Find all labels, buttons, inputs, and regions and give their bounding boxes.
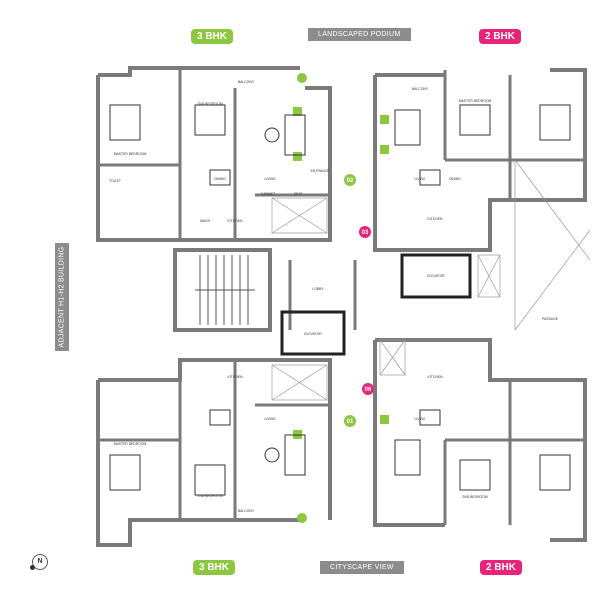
room-label-master-bedroom-2: MASTER BEDROOM: [459, 99, 492, 103]
room-label-living-2: LIVING: [414, 177, 425, 181]
unit-2bhk-top-walls: [373, 68, 587, 252]
room-label-seat: SEAT: [294, 192, 303, 196]
room-label-elevator-2: ELEVATOR: [304, 332, 322, 336]
room-label-living-4: LIVING: [414, 417, 425, 421]
room-label-elevator: ELEVATOR: [427, 274, 445, 278]
unit-number-01: 01: [347, 419, 354, 425]
unit-3bhk-bottom-walls: [96, 358, 332, 547]
room-label-toilet: TOILET: [109, 179, 121, 183]
side-label-text: ADJACENT H1-H2 BUILDING: [58, 246, 66, 348]
unit-marker-01: [344, 415, 356, 427]
shafts: [271, 159, 591, 401]
room-label-balcony-2: BALCONY: [412, 87, 429, 91]
elevator-top: [400, 253, 472, 299]
unit-type-tag-bottom-right: 2 BHK: [480, 560, 523, 575]
unit-type-tag-top-right: 2 BHK: [479, 29, 522, 44]
unit-marker-06: [362, 383, 374, 395]
view-label-top: LANDSCAPED PODIUM: [308, 28, 411, 41]
unit-marker-03: [359, 226, 371, 238]
unit-3bhk-top-walls: [96, 66, 332, 242]
room-label-balcony-3: BALCONY: [238, 509, 255, 513]
north-arrow-icon: N: [30, 554, 48, 570]
room-label-master-bedroom: MASTER BEDROOM: [114, 152, 147, 156]
view-label-side: ADJACENT H1-H2 BUILDING: [55, 243, 69, 351]
walls: [96, 66, 587, 547]
room-label-second-bedroom-3: 2ND BEDROOM: [197, 494, 222, 498]
unit-marker-02: [344, 174, 356, 186]
room-label-cabinet: CABINET: [261, 192, 276, 196]
elevator-bottom: [280, 310, 346, 356]
unit-type-tag-top-left: 3 BHK: [191, 29, 234, 44]
room-label-lobby: LOBBY: [312, 287, 324, 291]
room-label-balcony: BALCONY: [238, 80, 255, 84]
room-label-living: LIVING: [264, 177, 275, 181]
unit-number-06: 06: [365, 387, 372, 393]
room-labels: BALCONY 2ND BEDROOM MASTER BEDROOM LIVIN…: [109, 80, 559, 513]
room-label-kitchen-3: KITCHEN: [228, 375, 243, 379]
unit-number-03: 03: [362, 230, 369, 236]
unit-type-tag-bottom-left: 3 BHK: [193, 560, 236, 575]
room-label-master-bedroom-3: MASTER BEDROOM: [114, 442, 147, 446]
room-label-dining-2: DINING: [449, 177, 461, 181]
room-label-second-bedroom: 2ND BEDROOM: [197, 102, 222, 106]
room-label-kitchen-2: KITCHEN: [428, 217, 443, 221]
room-label-wash: WASH: [200, 219, 211, 223]
room-label-passage: PASSAGE: [542, 317, 559, 321]
room-label-second-bedroom-4: 2ND BEDROOM: [462, 495, 487, 499]
room-label-kitchen-4: KITCHEN: [428, 375, 443, 379]
unit-2bhk-bottom-walls: [373, 338, 587, 542]
unit-number-markers: 02 03 06 01: [344, 174, 374, 427]
room-label-kitchen: KITCHEN: [228, 219, 243, 223]
room-label-living-3: LIVING: [264, 417, 275, 421]
view-label-bottom: CITYSCAPE VIEW: [320, 561, 404, 574]
room-label-dining: DINING: [214, 177, 226, 181]
furniture: [109, 104, 571, 496]
room-label-entrance: ENTRANCE: [311, 169, 330, 173]
stairs: [195, 255, 255, 325]
unit-number-02: 02: [347, 178, 354, 184]
staircase-walls: [173, 248, 272, 332]
